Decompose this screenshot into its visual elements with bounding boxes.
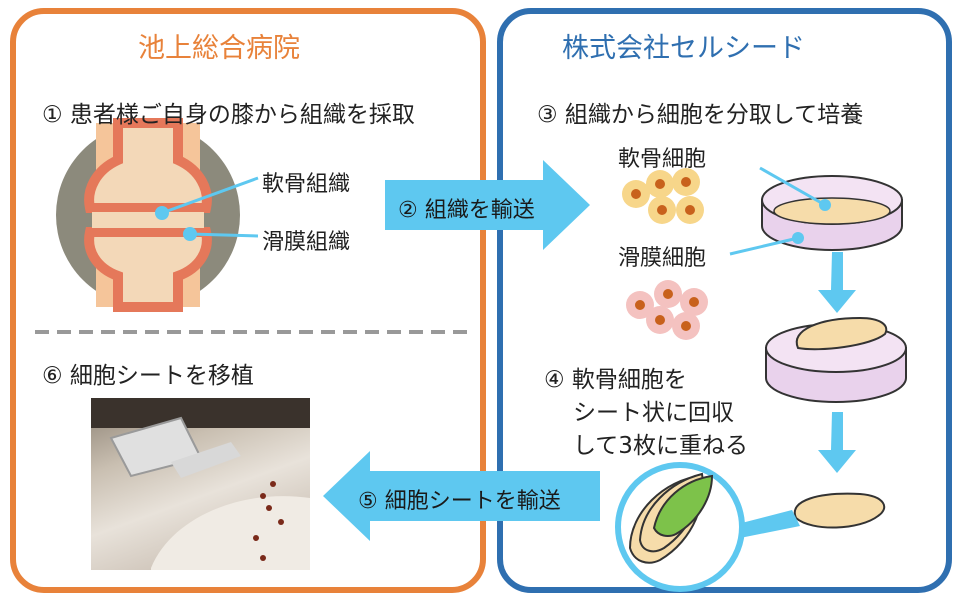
layered-sheets bbox=[615, 462, 800, 592]
step-5-text: ⑤ 細胞シートを輸送 bbox=[358, 489, 561, 514]
transport-tissue-arrow bbox=[385, 160, 590, 250]
hospital-title: 池上総合病院 bbox=[138, 33, 300, 64]
synovial-cell-label: 滑膜細胞 bbox=[618, 246, 707, 271]
cartilage-tissue-label: 軟骨組織 bbox=[262, 172, 351, 197]
chondrocyte-leader bbox=[759, 166, 826, 207]
synovial-dot bbox=[183, 227, 197, 241]
synovial-leader bbox=[189, 232, 259, 238]
synovial-cell-cluster bbox=[626, 280, 708, 340]
culture-dish-2 bbox=[765, 316, 907, 403]
transport-sheet-arrow bbox=[323, 451, 600, 541]
step-4-line1: ④ 軟骨細胞を bbox=[544, 367, 687, 393]
down-arrow-2 bbox=[818, 412, 856, 473]
step-2-text: ② 組織を輸送 bbox=[398, 198, 535, 223]
chondrocyte-label: 軟骨細胞 bbox=[618, 147, 707, 172]
step-1-text: ① 患者様ご自身の膝から組織を採取 bbox=[42, 102, 415, 128]
step-4-line3: して3枚に重ねる bbox=[573, 433, 748, 459]
cell-sheet bbox=[793, 492, 886, 529]
company-title: 株式会社セルシード bbox=[562, 33, 805, 64]
cartilage-leader bbox=[161, 176, 259, 215]
chondrocyte-cluster bbox=[622, 168, 704, 224]
synovial-tissue-label: 滑膜組織 bbox=[262, 230, 351, 255]
step-6-text: ⑥ 細胞シートを移植 bbox=[42, 363, 254, 389]
step-3-text: ③ 組織から細胞を分取して培養 bbox=[537, 102, 864, 128]
transplant-photo bbox=[91, 398, 310, 570]
culture-dish-1 bbox=[761, 175, 903, 251]
step-4-line2: シート状に回収 bbox=[573, 400, 734, 426]
cartilage-dot bbox=[155, 206, 169, 220]
hospital-panel bbox=[10, 8, 486, 593]
company-panel bbox=[497, 8, 952, 593]
synovial-cell-leader bbox=[729, 236, 799, 256]
knee-illustration bbox=[56, 118, 240, 312]
down-arrow-1 bbox=[818, 252, 856, 313]
